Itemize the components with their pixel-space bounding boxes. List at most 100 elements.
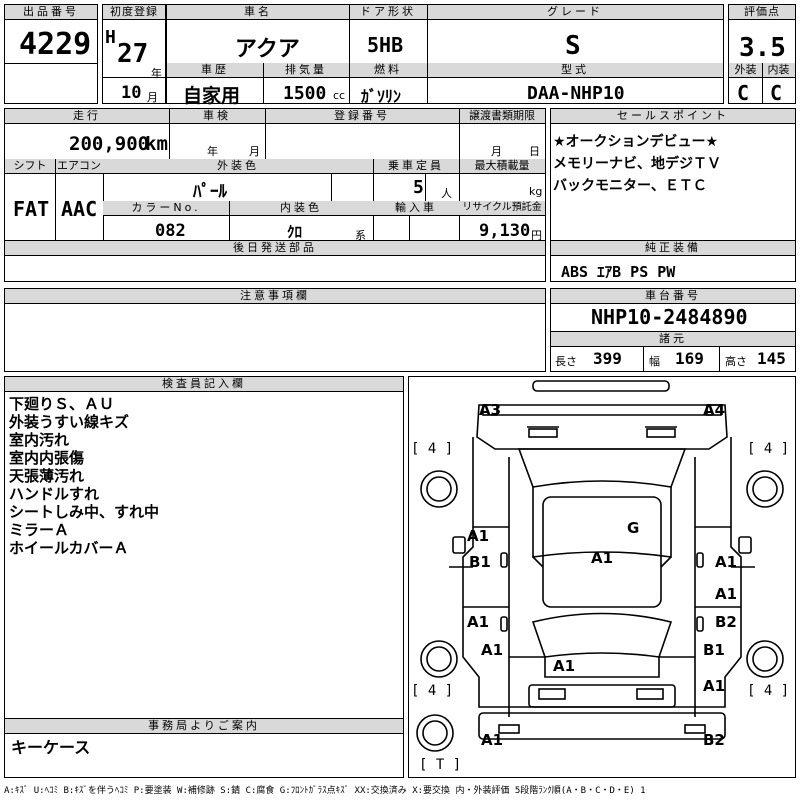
vehicle-main-box: 車名 ドア形状 グレード アクア 5HB S 車歴 排気量 燃料 型式 自家用 … xyxy=(166,4,724,107)
legend: A:ｷｽﾞ U:ﾍｺﾐ B:ｷｽﾞを伴うﾍｺﾐ P:要塗装 W:補修跡 S:錆 … xyxy=(4,786,646,796)
registration-year-unit: 年 xyxy=(151,67,162,80)
capacity-unit: 人 xyxy=(441,187,452,200)
interior-color-unit: 系 xyxy=(355,229,366,242)
tire-depth: [ 4 ] xyxy=(411,683,454,699)
registration-year: 27 xyxy=(117,39,149,69)
damage-mark: A1 xyxy=(467,527,490,545)
tire-depth: [ 4 ] xyxy=(747,441,790,457)
office-label: 事務局よりご案内 xyxy=(5,719,403,734)
office-note: キーケース xyxy=(11,738,91,757)
height: 145 xyxy=(757,349,786,368)
damage-mark: A1 xyxy=(467,613,490,631)
recycle-unit: 円 xyxy=(531,229,542,242)
chassis-number: NHP10-2484890 xyxy=(591,305,748,329)
import-label: 輸入車 xyxy=(373,201,459,216)
dimensions-label: 諸元 xyxy=(551,331,795,347)
car-name-label: 車名 xyxy=(167,5,349,20)
fuel-label: 燃料 xyxy=(349,63,427,78)
interior-grade: C xyxy=(770,81,783,105)
inspection-label: 車検 xyxy=(169,109,265,124)
inspector-line: ミラーＡ xyxy=(9,521,70,539)
vehicle-history: 自家用 xyxy=(183,85,241,107)
history-label: 車歴 xyxy=(167,63,263,78)
sales-point-line: ★オークションデビュー★ xyxy=(553,134,719,150)
tire-depth: [ T ] xyxy=(419,757,462,773)
tire-depth: [ 4 ] xyxy=(411,441,454,457)
mileage-label: 走行 xyxy=(5,109,169,124)
lot-number-box: 出品番号 4229 xyxy=(4,4,98,104)
lot-number: 4229 xyxy=(19,27,92,62)
width: 169 xyxy=(675,349,704,368)
sales-point-label: セールスポイント xyxy=(551,109,795,124)
color-number: 082 xyxy=(155,221,186,241)
registration-era: H xyxy=(105,27,116,48)
damage-mark: A3 xyxy=(479,401,502,419)
inspector-box: 検査員記入欄 下廻りＳ、ＡＵ 外装うすい線キズ 室内汚れ 室内内張傷 天張薄汚れ… xyxy=(4,376,404,720)
damage-mark: G xyxy=(627,519,640,537)
first-registration-box: 初度登録 H 27 年 10 月 xyxy=(102,4,166,104)
office-box: 事務局よりご案内 キーケース xyxy=(4,718,404,778)
inspector-line: ホイールカバーＡ xyxy=(9,539,129,557)
equipment: ABS ｴｱB PS PW xyxy=(561,263,676,281)
shift-label: シフト xyxy=(5,159,55,174)
damage-mark: B2 xyxy=(703,731,725,749)
damage-mark: A1 xyxy=(703,677,726,695)
chassis-box: 車台番号 NHP10-2484890 諸元 長さ 399 幅 169 高さ 14… xyxy=(550,288,796,372)
width-label: 幅 xyxy=(649,355,660,368)
displacement-unit: cc xyxy=(333,89,346,102)
damage-mark: A4 xyxy=(703,401,726,419)
capacity-label: 乗車定員 xyxy=(373,159,459,174)
fuel: ｶﾞｿﾘﾝ xyxy=(361,87,402,106)
damage-mark: A1 xyxy=(591,549,614,567)
first-registration-label: 初度登録 xyxy=(103,5,165,20)
mileage-unit: km xyxy=(145,133,168,155)
lot-number-label: 出品番号 xyxy=(5,5,97,20)
sales-point-line: メモリーナビ、地デジＴＶ xyxy=(553,156,721,172)
mileage: 200,900 xyxy=(69,133,150,155)
displacement: 1500 xyxy=(283,83,327,104)
transfer-month-unit: 月 xyxy=(491,145,502,158)
displacement-label: 排気量 xyxy=(263,63,349,78)
door-type: 5HB xyxy=(367,33,404,57)
damage-mark: B1 xyxy=(703,641,725,659)
inspector-line: 天張薄汚れ xyxy=(9,467,85,485)
max-load-unit: kg xyxy=(529,185,543,198)
later-parts-label: 後日発送部品 xyxy=(5,241,545,256)
max-load-label: 最大積載量 xyxy=(459,159,545,174)
shift: FAT xyxy=(13,197,50,221)
inspection-month-unit: 月 xyxy=(249,145,260,158)
inspector-line: 外装うすい線キズ xyxy=(9,413,130,431)
damage-mark: A1 xyxy=(553,657,576,675)
grade: S xyxy=(565,31,581,61)
notes-label: 注意事項欄 xyxy=(5,289,545,304)
inspector-line: 室内内張傷 xyxy=(9,449,85,467)
interior-label: 内装 xyxy=(762,63,795,78)
registration-month: 10 xyxy=(121,83,142,103)
overall-score: 3.5 xyxy=(739,33,786,63)
car-name: アクア xyxy=(235,37,300,62)
tire-depth: [ 4 ] xyxy=(747,683,790,699)
later-parts-box: 後日発送部品 xyxy=(4,240,546,282)
transfer-label: 譲渡書類期限 xyxy=(459,109,545,124)
score-box: 評価点 3.5 外装 内装 C C xyxy=(728,4,796,105)
height-label: 高さ xyxy=(725,355,747,368)
inspection-year-unit: 年 xyxy=(207,145,218,158)
color-no-label: カラーNo. xyxy=(103,201,229,216)
sales-point-line: バックモニター、ＥＴＣ xyxy=(553,178,707,194)
inspector-line: 下廻りＳ、ＡＵ xyxy=(9,395,115,413)
damage-mark: A1 xyxy=(715,585,738,603)
exterior-label: 外装 xyxy=(729,63,762,78)
damage-diagram-box: A3 A4 A1 B1 G A1 A1 A1 A1 B2 A1 A1 B1 A1… xyxy=(408,376,796,778)
exterior-color: ﾊﾟｰﾙ xyxy=(193,182,227,202)
exterior-color-label: 外装色 xyxy=(103,159,373,174)
exterior-grade: C xyxy=(737,81,750,105)
ac-label: エアコン xyxy=(55,159,103,174)
inspector-line: 室内汚れ xyxy=(9,431,70,449)
damage-mark: A1 xyxy=(715,553,738,571)
inspector-line: シートしみ中、すれ中 xyxy=(9,503,160,521)
inspector-label: 検査員記入欄 xyxy=(5,377,403,392)
specs-box: 走行 車検 登録番号 譲渡書類期限 200,900 km 年 月 月 日 シフト… xyxy=(4,108,546,242)
car-diagram xyxy=(416,380,784,752)
model-code: DAA-NHP10 xyxy=(527,83,625,104)
score-label: 評価点 xyxy=(729,5,795,20)
